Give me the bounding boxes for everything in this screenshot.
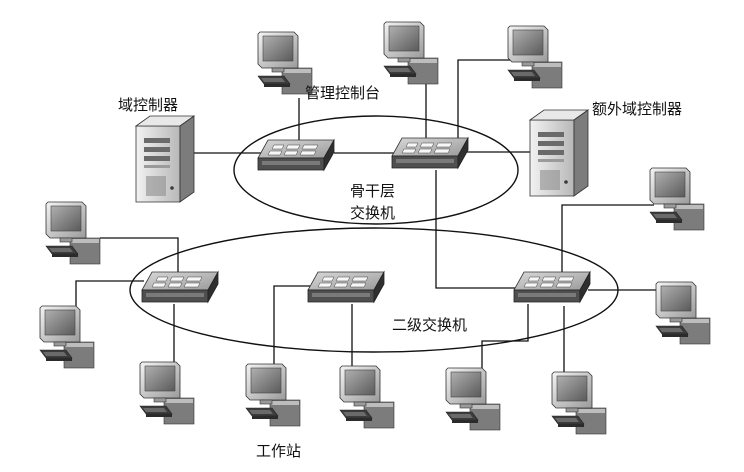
secondary-switch-3-icon bbox=[513, 271, 591, 303]
extra-domain-controller-label: 额外域控制器 bbox=[592, 100, 682, 118]
management-console-computer-icon bbox=[257, 31, 313, 95]
link-top-workstation-3-backbone bbox=[457, 59, 510, 140]
top-workstation-2-computer-icon bbox=[383, 21, 439, 85]
link-left-upper-secondary bbox=[100, 237, 179, 276]
domain-controller-server-icon bbox=[135, 115, 195, 203]
workstation-bottom-5-computer-icon bbox=[551, 371, 607, 435]
top-workstation-3-computer-icon bbox=[507, 25, 563, 89]
link-left-lower-secondary bbox=[75, 280, 144, 308]
workstation-right-upper-computer-icon bbox=[649, 167, 705, 231]
workstation-bottom-3-computer-icon bbox=[339, 365, 395, 429]
link-right-upper-secondary bbox=[561, 204, 654, 272]
secondary-switch-2-icon bbox=[307, 271, 385, 303]
backbone-layer-ellipse bbox=[233, 115, 519, 225]
workstation-bottom-2-computer-icon bbox=[245, 363, 301, 427]
management-console-label: 管理控制台 bbox=[305, 84, 380, 102]
workstation-left-upper-computer-icon bbox=[45, 201, 101, 265]
domain-controller-label: 域控制器 bbox=[118, 96, 178, 114]
secondary-switch-1-icon bbox=[141, 271, 219, 303]
workstation-bottom-1-computer-icon bbox=[139, 361, 195, 425]
workstation-left-lower-computer-icon bbox=[39, 305, 95, 369]
link-bottom-2-secondary bbox=[273, 285, 310, 368]
link-bottom-4-secondary bbox=[481, 304, 529, 372]
backbone-layer-label-line1: 骨干层 bbox=[350, 182, 395, 200]
workstation-label: 工作站 bbox=[256, 442, 301, 460]
extra-domain-controller-server-icon bbox=[529, 109, 589, 197]
workstation-right-lower-computer-icon bbox=[655, 281, 711, 345]
secondary-switch-label: 二级交换机 bbox=[392, 316, 467, 334]
connection-lines bbox=[75, 59, 664, 374]
link-backbone-secondary-switch-3 bbox=[435, 170, 516, 289]
backbone-switch-2-icon bbox=[391, 137, 469, 169]
workstation-bottom-4-computer-icon bbox=[445, 367, 501, 431]
backbone-switch-1-icon bbox=[257, 139, 335, 171]
backbone-layer-label-line2: 交换机 bbox=[350, 204, 395, 222]
